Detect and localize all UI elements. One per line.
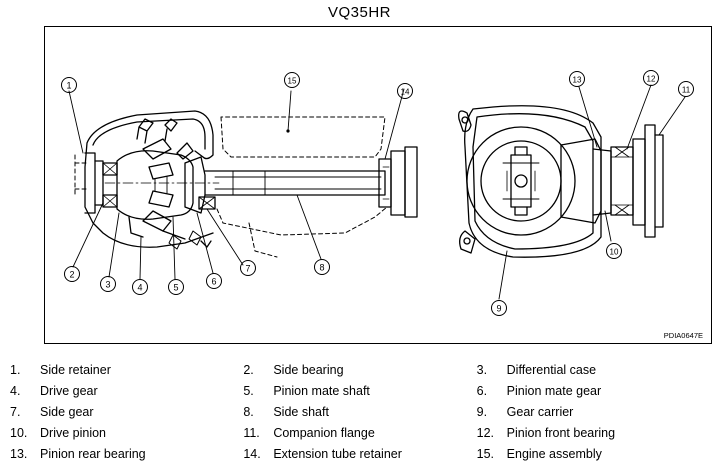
- leader-lines-left: [68, 88, 405, 280]
- legend-number: 8.: [243, 404, 254, 419]
- callout-labels: 1 2 3 4 5 6 7 8 9 10 11 12 13 14 15: [66, 75, 690, 314]
- legend-item: 14. Extension tube retainer: [243, 447, 476, 461]
- legend-label: Companion flange: [273, 425, 375, 440]
- legend-item: 10. Drive pinion: [10, 426, 243, 440]
- legend-label: Side retainer: [40, 363, 111, 378]
- side-gear-part: [184, 156, 206, 214]
- side-bearing-part: [102, 162, 118, 208]
- legend-item: 13. Pinion rear bearing: [10, 447, 243, 461]
- callout-11: 11: [682, 86, 691, 95]
- legend-label: Side shaft: [273, 404, 329, 419]
- legend-item: 12. Pinion front bearing: [477, 426, 710, 440]
- legend-number: 15.: [476, 446, 495, 461]
- legend-row: 13. Pinion rear bearing 14. Extension tube…: [10, 443, 710, 464]
- drive-pinion-part: [560, 138, 634, 224]
- carrier-bore: [466, 126, 576, 236]
- legend-number: 9.: [476, 404, 488, 419]
- legend-row: 1. Side retainer 2. Side bearing 3. Differe…: [10, 360, 710, 381]
- legend-number: 2.: [243, 363, 254, 378]
- gear-carrier-housing: [84, 110, 214, 248]
- legend-number: 4.: [10, 384, 21, 399]
- legend-label: Gear carrier: [506, 404, 574, 419]
- legend-item: 7. Side gear: [10, 405, 243, 419]
- legend-number: 13.: [10, 446, 28, 461]
- callout-7: 7: [245, 264, 250, 274]
- gear-carrier-outline: [464, 105, 602, 258]
- callout-1: 1: [66, 81, 71, 91]
- differential-cutaway-drawing: 1 2 3 4 5 6 7 8 9 10 11 12 13 14 15: [61, 70, 694, 316]
- callout-9: 9: [496, 304, 501, 314]
- legend-number: 6.: [476, 384, 488, 399]
- legend-item: 8. Side shaft: [243, 405, 476, 419]
- callout-3: 3: [105, 280, 110, 290]
- legend-item: 2. Side bearing: [243, 363, 476, 377]
- legend-number: 3.: [476, 363, 488, 378]
- leader-lines-right: [498, 84, 686, 300]
- side-retainer-part: [84, 152, 96, 214]
- callout-13: 13: [573, 76, 582, 85]
- pinion-mate-gears: [148, 162, 174, 208]
- callout-5: 5: [173, 283, 178, 293]
- legend-label: Drive gear: [40, 384, 98, 399]
- callout-8: 8: [319, 263, 324, 273]
- callout-6: 6: [211, 277, 216, 287]
- legend-label: Side bearing: [273, 363, 344, 378]
- legend-number: 7.: [10, 404, 21, 419]
- legend-item: 9. Gear carrier: [477, 405, 710, 419]
- callouts-right: [491, 70, 694, 316]
- legend-item: 4. Drive gear: [10, 384, 243, 398]
- parts-legend: 1. Side retainer 2. Side bearing 3. Differe…: [10, 360, 710, 464]
- legend-label: Engine assembly: [506, 446, 602, 461]
- legend-item: 3. Differential case: [477, 363, 710, 377]
- legend-number: 1.: [10, 363, 21, 378]
- callout-10: 10: [610, 248, 619, 257]
- callout-2: 2: [69, 270, 74, 280]
- differential-hub: [502, 146, 540, 216]
- callouts-left: [61, 72, 413, 295]
- diagram-frame: 1 2 3 4 5 6 7 8 9 10 11 12 13 14 15 PDIA…: [44, 26, 712, 344]
- side-shaft-part: [204, 170, 386, 196]
- figure-code: PDIA0647E: [663, 331, 703, 340]
- companion-flange-part: [632, 124, 664, 238]
- legend-row: 7. Side gear 8. Side shaft 9. Gear carrier: [10, 402, 710, 423]
- legend-item: 11. Companion flange: [243, 426, 476, 440]
- legend-item: 1. Side retainer: [10, 363, 243, 377]
- legend-label: Side gear: [40, 404, 94, 419]
- legend-number: 10.: [10, 425, 28, 440]
- callout-14: 14: [401, 88, 410, 97]
- legend-number: 12.: [476, 425, 495, 440]
- callout-12: 12: [647, 75, 656, 84]
- legend-number: 11.: [243, 425, 260, 440]
- engine-assembly-outline: [74, 116, 388, 258]
- legend-label: Pinion rear bearing: [40, 446, 146, 461]
- legend-label: Pinion mate shaft: [273, 384, 370, 399]
- callout-4: 4: [137, 283, 142, 293]
- legend-label: Pinion front bearing: [506, 425, 616, 440]
- legend-row: 4. Drive gear 5. Pinion mate shaft 6. Pinio…: [10, 381, 710, 402]
- legend-item: 6. Pinion mate gear: [477, 384, 710, 398]
- legend-label: Drive pinion: [40, 425, 107, 440]
- legend-item: 15. Engine assembly: [477, 447, 710, 461]
- legend-label: Pinion mate gear: [506, 384, 602, 399]
- left-section-view: [61, 72, 418, 295]
- callout-15: 15: [288, 77, 297, 86]
- right-front-view: [458, 70, 694, 316]
- legend-number: 14.: [243, 446, 261, 461]
- legend-label: Extension tube retainer: [273, 446, 402, 461]
- legend-row: 10. Drive pinion 11. Companion flange 12. P…: [10, 422, 710, 443]
- diagram-title: VQ35HR: [327, 4, 392, 21]
- legend-label: Differential case: [506, 363, 597, 378]
- drive-gear-part: [142, 138, 172, 232]
- legend-item: 5. Pinion mate shaft: [243, 384, 476, 398]
- legend-number: 5.: [243, 384, 254, 399]
- extension-tube-retainer-part: [378, 146, 418, 218]
